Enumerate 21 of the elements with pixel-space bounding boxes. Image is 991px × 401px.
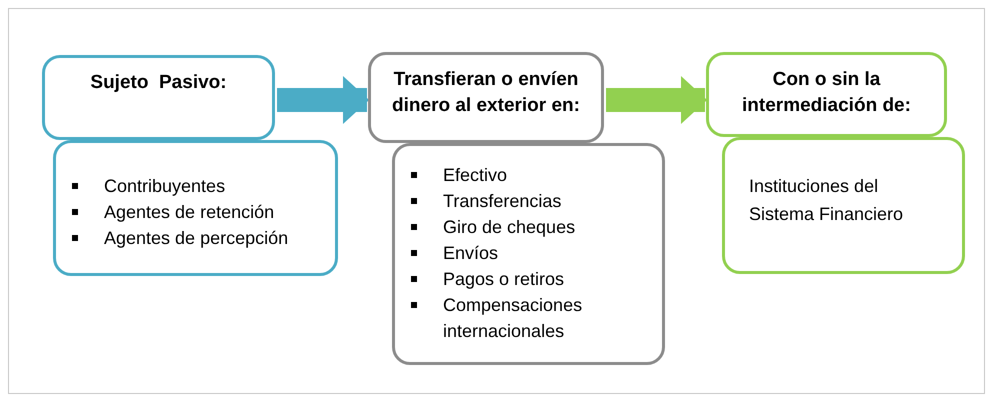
list-item: Agentes de retención: [104, 201, 274, 224]
body-text: Instituciones del Sistema Financiero: [749, 175, 904, 226]
header-box: [368, 52, 604, 143]
list-item: Giro de cheques: [443, 216, 576, 239]
block-arrow: [277, 76, 370, 124]
header-text: Sujeto Pasivo:: [90, 71, 227, 95]
list-item: Efectivo: [443, 164, 508, 187]
header-text: Transfieran o envíen dinero al exterior en:: [391, 68, 581, 118]
list-item: Compensaciones internacionales: [443, 294, 584, 343]
header-box: [706, 52, 947, 137]
list-item: Transferencias: [443, 190, 562, 213]
list-item: Agentes de percepción: [104, 227, 288, 250]
block-arrow: [606, 76, 708, 124]
text-box: [722, 137, 965, 274]
list-item: Pagos o retiros: [443, 268, 564, 291]
list-box: [392, 143, 665, 365]
header-text: Con o sin la intermediación de:: [741, 68, 912, 118]
list-box: [53, 140, 338, 276]
list-item: Contribuyentes: [104, 175, 226, 198]
list-item: Envíos: [443, 242, 498, 265]
header-box: [42, 55, 275, 140]
